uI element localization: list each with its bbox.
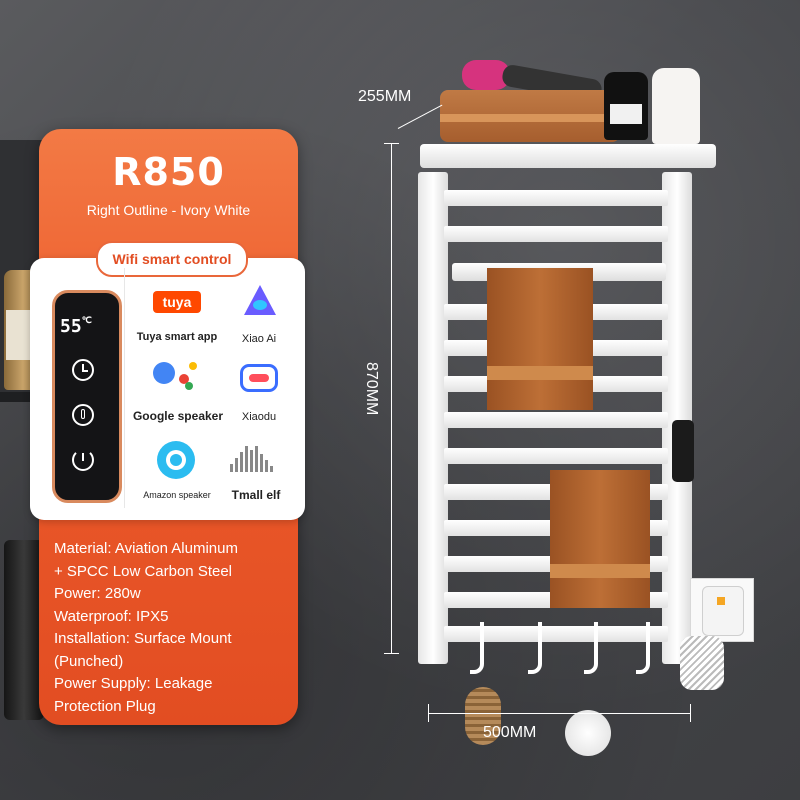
bath-puff	[565, 710, 611, 756]
thermometer-icon	[72, 404, 94, 426]
rack-rung	[444, 626, 668, 642]
white-bottle	[652, 68, 700, 144]
rack-rung	[444, 226, 668, 242]
protection-plug	[702, 586, 744, 636]
hook	[584, 622, 598, 674]
rack-rung	[444, 412, 668, 428]
app-label-amazon: Amazon speaker	[143, 490, 211, 500]
hanging-brush	[465, 687, 501, 745]
spec-line: Power: 280w	[54, 585, 141, 602]
tuya-logo-icon: tuya	[153, 291, 201, 313]
coiled-cord	[680, 636, 724, 690]
spec-line: Waterproof: IPX5	[54, 607, 169, 625]
depth-label: 255MM	[358, 88, 412, 105]
rack-display-panel	[672, 420, 694, 482]
model-variant: Right Outline - Ivory White	[86, 202, 251, 218]
spec-line: Protection Plug	[54, 697, 156, 715]
hook	[528, 622, 542, 674]
power-icon	[72, 449, 94, 471]
google-assistant-icon	[153, 362, 199, 390]
dark-bottle	[4, 540, 44, 720]
rack-rung	[444, 190, 668, 206]
spec-line: Installation: Surface Mount	[54, 630, 232, 647]
height-dimension-line	[391, 143, 392, 653]
app-label-tmall: Tmall elf	[231, 488, 281, 502]
spec-line: + SPCC Low Carbon Steel	[54, 562, 233, 580]
hanging-towel-upper	[487, 268, 593, 410]
wifi-label: Wifi smart control	[96, 241, 248, 277]
hook	[636, 622, 650, 674]
clock-icon	[72, 359, 94, 381]
top-shelf	[420, 144, 716, 168]
height-label: 870MM	[363, 362, 380, 416]
spec-line: Material: Aviation Aluminum	[54, 540, 238, 557]
xiaodu-logo-icon	[240, 364, 278, 392]
spec-line: (Punched)	[54, 652, 124, 670]
spec-line: Power Supply: Leakage	[54, 675, 213, 692]
model-title: R850	[112, 150, 225, 194]
hook	[470, 622, 484, 674]
rack-rung	[444, 448, 668, 464]
width-label: 500MM	[483, 724, 537, 741]
alexa-icon	[157, 441, 195, 479]
niche-shelf	[0, 392, 50, 402]
app-label-google: Google speaker	[132, 409, 224, 423]
panel-divider	[124, 268, 125, 508]
hanging-towel-lower	[550, 470, 650, 608]
app-label-xiaodu: Xiaodu	[241, 411, 277, 423]
spec-list: Material: Aviation Aluminum + SPCC Low C…	[54, 538, 294, 718]
width-dimension-line	[428, 713, 690, 714]
tmall-elf-icon	[230, 444, 274, 472]
app-label-tuya: Tuya smart app	[136, 331, 218, 343]
remote-temperature: 55℃	[60, 316, 92, 337]
rack-left-post	[418, 172, 448, 664]
app-label-xiaoai: Xiao Ai	[241, 333, 277, 345]
black-bottle	[604, 72, 648, 140]
